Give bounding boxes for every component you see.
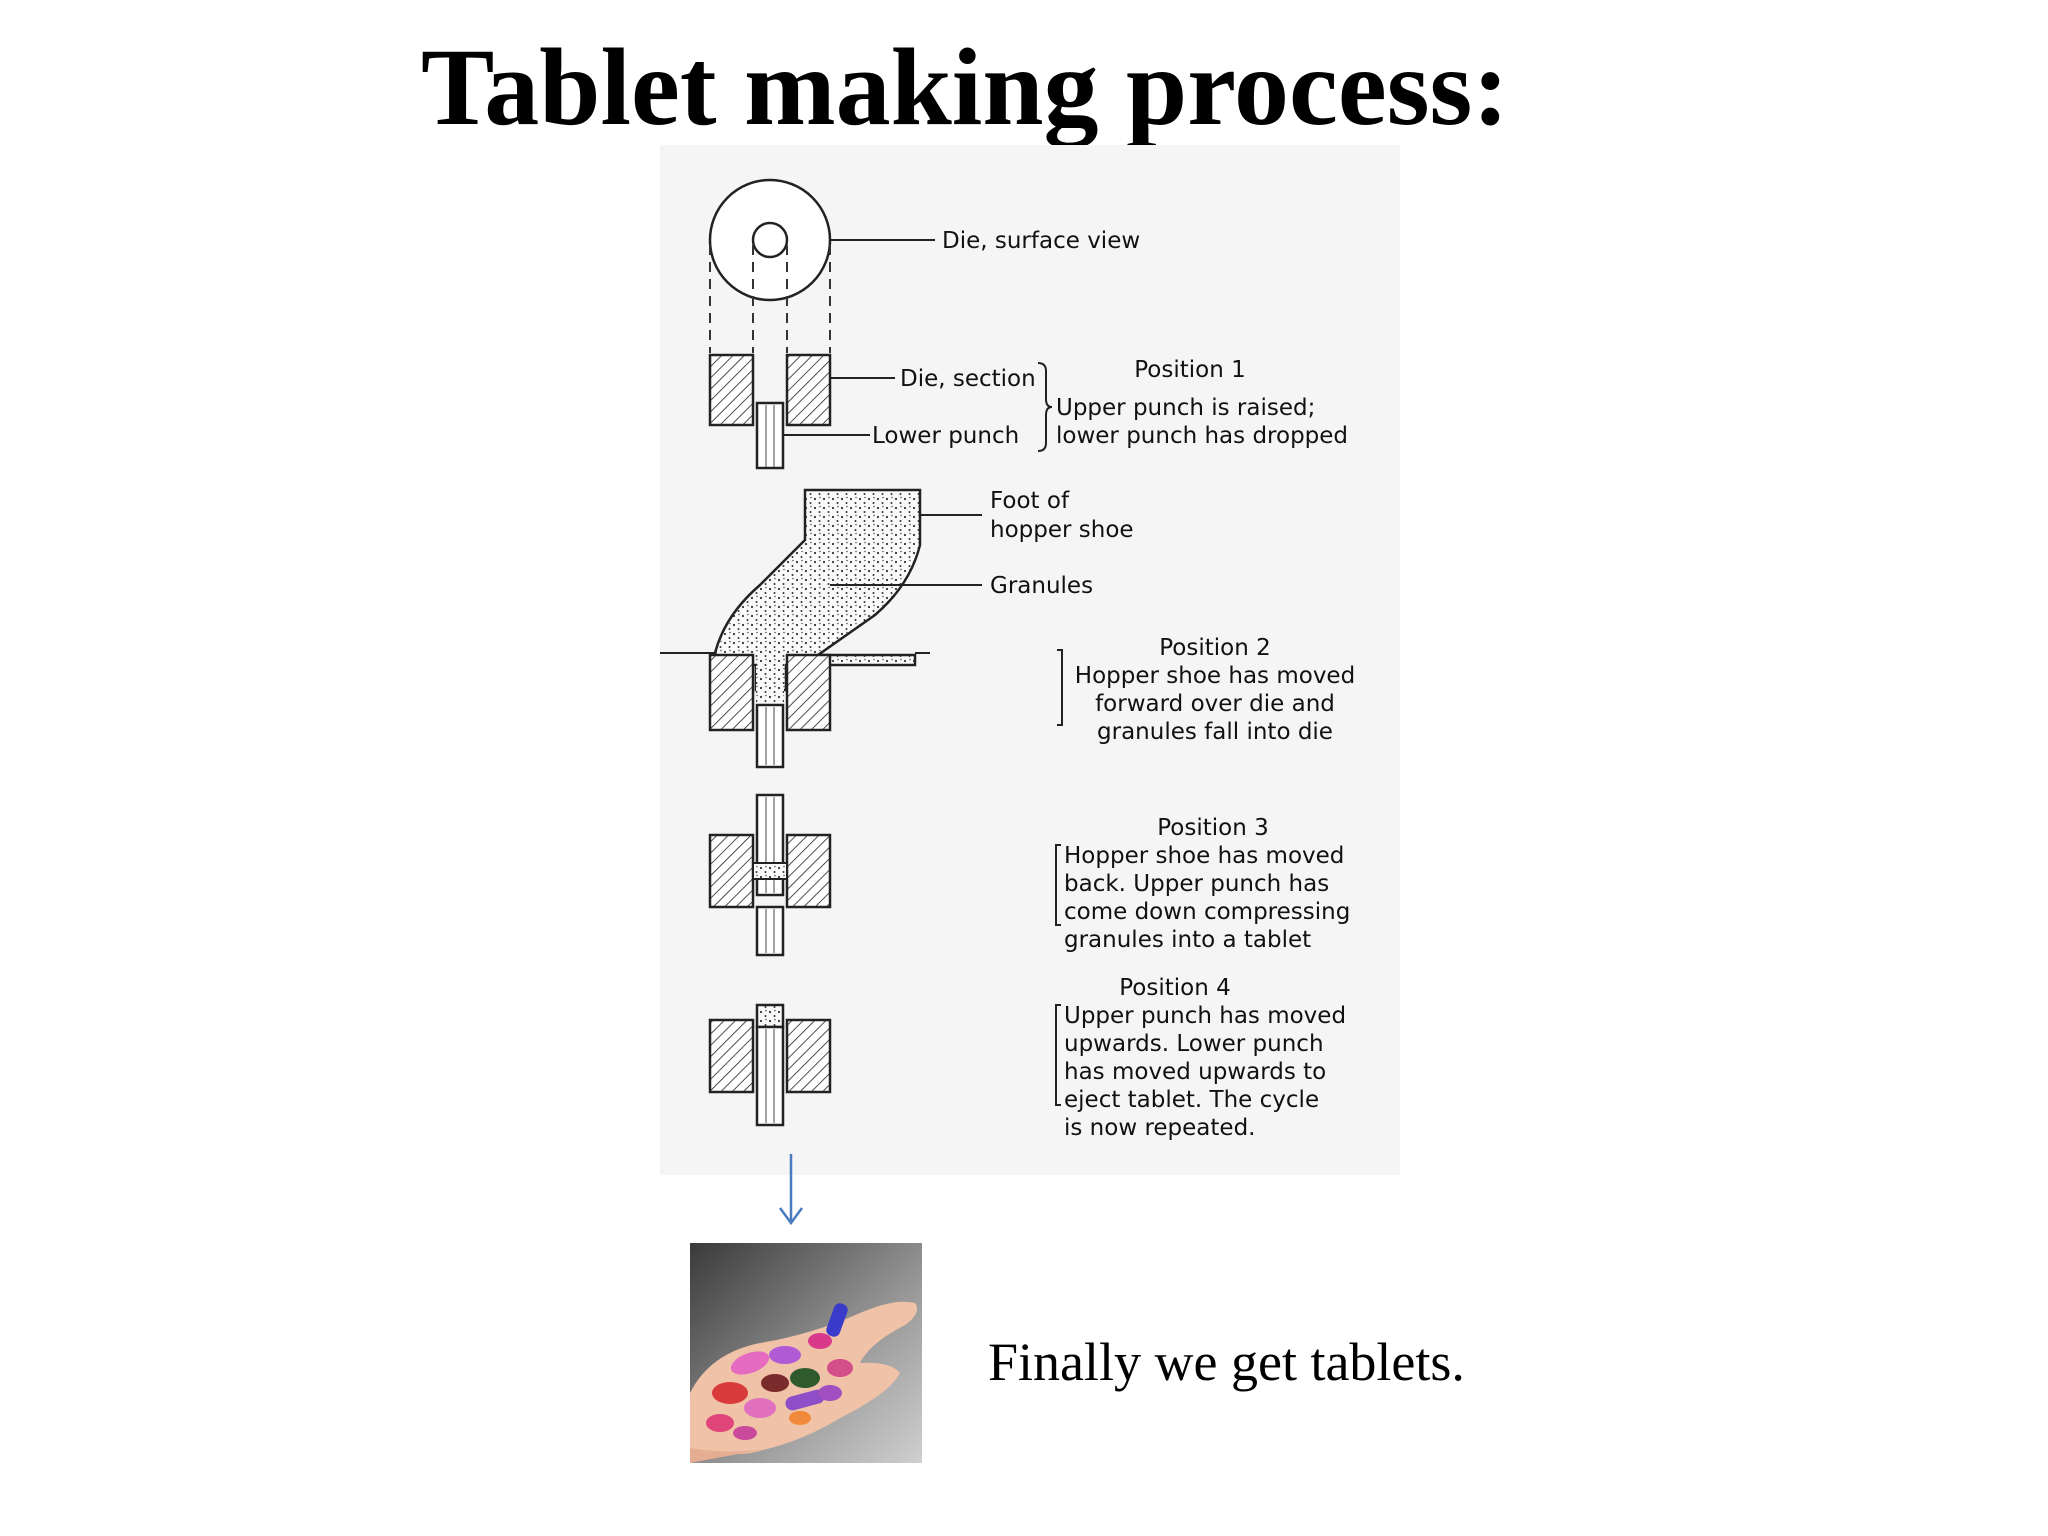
position-4-line-5: is now repeated. <box>1064 1115 1255 1141</box>
position-4-line-2: upwards. Lower punch <box>1064 1031 1324 1057</box>
die-surface-view <box>708 178 935 353</box>
position-3-line-1: Hopper shoe has moved <box>1064 843 1344 869</box>
position-3-line-4: granules into a tablet <box>1064 927 1311 953</box>
position-1-die <box>708 353 1053 470</box>
slide-title: Tablet making process: <box>421 26 1509 148</box>
label-die-section: Die, section <box>900 366 1036 392</box>
position-4-line-3: has moved upwards to <box>1064 1059 1326 1085</box>
position-4-line-1: Upper punch has moved <box>1064 1003 1346 1029</box>
position-2-hopper-shoe <box>660 488 1063 769</box>
tablets-in-hand-photo <box>690 1243 922 1463</box>
label-foot-of-hopper-shoe-1: Foot of <box>990 488 1070 514</box>
position-3-line-3: come down compressing <box>1064 899 1350 925</box>
position-4-die <box>708 1003 1061 1127</box>
position-3-die <box>708 793 1061 957</box>
position-1-line-1: Upper punch is raised; <box>1056 395 1315 421</box>
position-2-line-1: Hopper shoe has moved <box>1075 663 1355 689</box>
position-2-line-3: granules fall into die <box>1097 719 1333 745</box>
position-4-line-4: eject tablet. The cycle <box>1064 1087 1319 1113</box>
caption: Finally we get tablets. <box>988 1332 1465 1392</box>
position-1-heading: Position 1 <box>1134 357 1246 383</box>
tablet-press-diagram: Die, surface view Die, section Lower pun… <box>660 145 1400 1175</box>
down-arrow-icon <box>778 1154 804 1226</box>
position-3-heading: Position 3 <box>1157 815 1269 841</box>
position-3-line-2: back. Upper punch has <box>1064 871 1329 897</box>
label-die-surface-view: Die, surface view <box>942 228 1140 254</box>
position-4-heading: Position 4 <box>1119 975 1231 1001</box>
label-foot-of-hopper-shoe-2: hopper shoe <box>990 517 1134 543</box>
label-lower-punch: Lower punch <box>872 423 1019 449</box>
label-granules: Granules <box>990 573 1093 599</box>
position-2-line-2: forward over die and <box>1095 691 1335 717</box>
position-2-heading: Position 2 <box>1159 635 1271 661</box>
position-1-line-2: lower punch has dropped <box>1056 423 1348 449</box>
